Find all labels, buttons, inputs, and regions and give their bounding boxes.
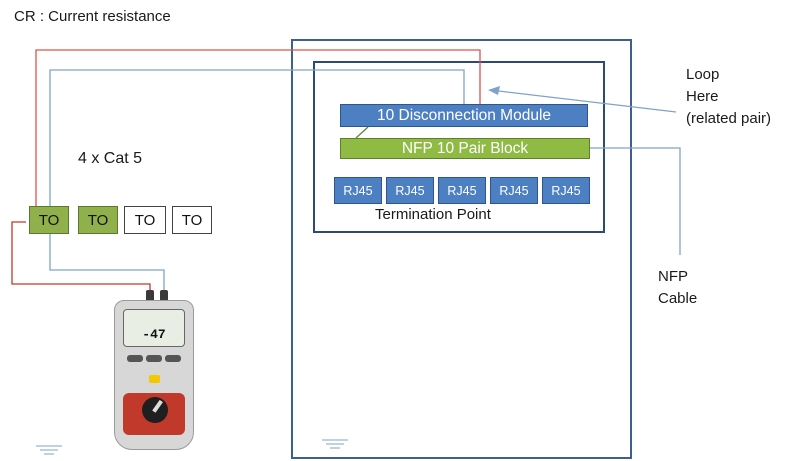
rj45-port-2: RJ45 <box>386 177 434 204</box>
outlet-1: TO <box>29 206 69 234</box>
ground-symbol-meter <box>36 445 62 455</box>
insulation-tester: -47 <box>114 300 194 450</box>
blue-wire-top <box>49 69 465 235</box>
loop-note-line-1: Loop <box>686 66 720 83</box>
tester-dial-panel <box>123 393 185 435</box>
red-wire <box>35 49 481 208</box>
disconnection-module: 10 Disconnection Module <box>340 104 588 127</box>
loop-arrow-line <box>489 89 677 113</box>
tester-reading: -47 <box>142 327 166 342</box>
ground-symbol-cabinet <box>322 439 348 449</box>
loop-note-line-2: Here <box>686 88 719 105</box>
loop-note: Loop Here (related pair) <box>686 64 771 130</box>
tester-keypad <box>127 355 181 369</box>
nfp-cable-line <box>590 147 681 255</box>
nfp-cable-note: NFP Cable <box>658 266 697 310</box>
rj45-port-3: RJ45 <box>438 177 486 204</box>
tester-key <box>146 355 162 362</box>
tester-test-button <box>149 375 160 383</box>
cable-count-label: 4 x Cat 5 <box>78 150 143 167</box>
module-block-link <box>355 126 369 139</box>
diagram-title: CR : Current resistance <box>14 8 171 25</box>
meter-probe-left <box>146 290 154 302</box>
nfp-note-line-1: NFP <box>658 268 688 285</box>
outlet-3: TO <box>124 206 166 234</box>
loop-arrow-head <box>488 86 500 95</box>
outlet-2: TO <box>78 206 118 234</box>
tester-display: -47 <box>123 309 185 347</box>
outlet-4: TO <box>172 206 212 234</box>
tester-rotary-dial <box>142 397 168 423</box>
dial-pointer <box>152 399 163 413</box>
rj45-port-5: RJ45 <box>542 177 590 204</box>
pair-block: NFP 10 Pair Block <box>340 138 590 159</box>
rj45-port-4: RJ45 <box>490 177 538 204</box>
meter-probe-right <box>160 290 168 302</box>
rj45-port-1: RJ45 <box>334 177 382 204</box>
loop-note-line-3: (related pair) <box>686 110 772 127</box>
red-wire-meter <box>11 221 151 296</box>
termination-point-label: Termination Point <box>375 206 491 223</box>
cabinet-outer <box>291 39 632 459</box>
cabinet-inner-frame <box>313 61 605 233</box>
blue-wire-meter <box>49 235 165 296</box>
nfp-note-line-2: Cable <box>658 290 698 307</box>
tester-key <box>165 355 181 362</box>
tester-key <box>127 355 143 362</box>
